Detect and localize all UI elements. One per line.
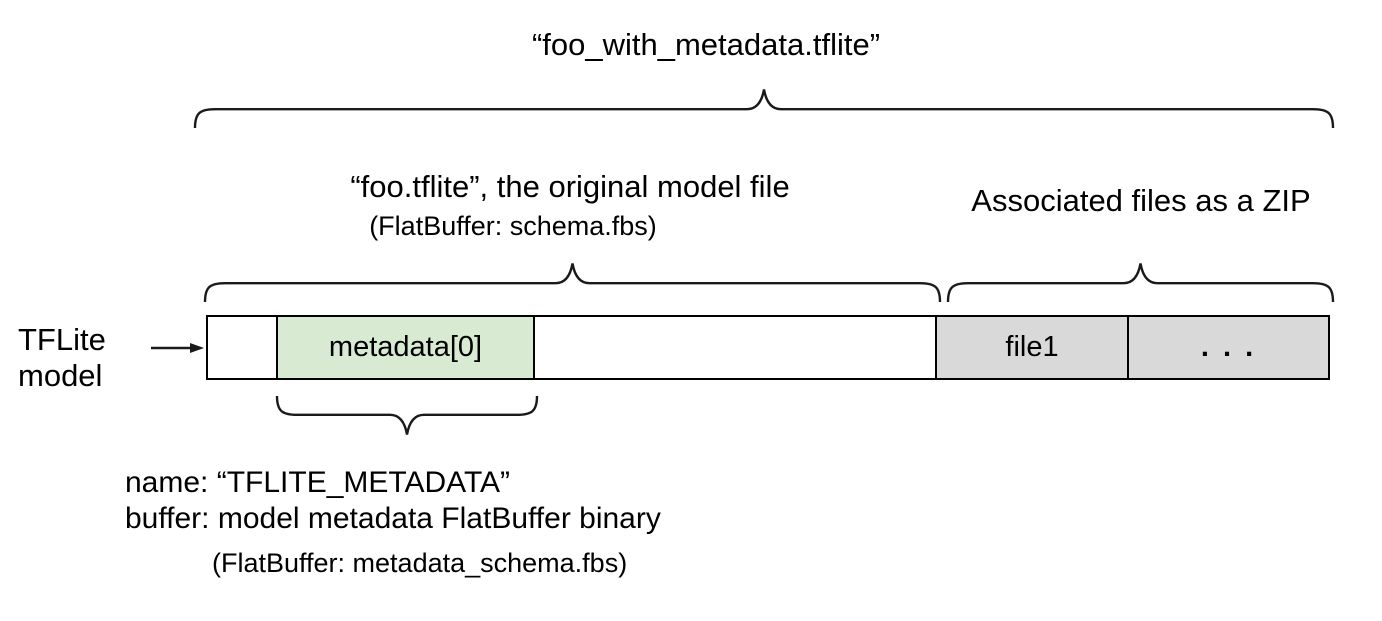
bar-segment-more-files: . . . xyxy=(1129,317,1328,378)
tflite-model-label-line1: TFLite xyxy=(18,322,106,357)
model-section-sublabel: (FlatBuffer: schema.fbs) xyxy=(369,211,657,241)
tflite-model-label-line2: model xyxy=(18,358,103,393)
bar-segment-header xyxy=(208,317,278,378)
bar-segment-metadata0: metadata[0] xyxy=(278,317,535,378)
bar-segment-file1: file1 xyxy=(937,317,1129,378)
brace-foo-with-metadata xyxy=(193,89,1335,129)
arrow-right-icon xyxy=(151,343,204,353)
brace-original-model xyxy=(203,263,942,303)
model-bar: metadata[0] file1 . . . xyxy=(206,315,1330,380)
file-title: “foo_with_metadata.tflite” xyxy=(531,27,881,62)
metadata-note-buffer: buffer: model metadata FlatBuffer binary xyxy=(125,502,661,535)
tflite-model-label: TFLite model xyxy=(18,322,106,394)
model-section-label: “foo.tflite”, the original model file xyxy=(350,169,790,204)
metadata-note-schema: (FlatBuffer: metadata_schema.fbs) xyxy=(212,548,628,578)
brace-zip-files xyxy=(946,263,1335,303)
metadata-note-name: name: “TFLITE_METADATA” xyxy=(125,466,511,499)
brace-metadata0 xyxy=(275,395,539,435)
bar-segment-model-body xyxy=(535,317,937,378)
zip-section-label: Associated files as a ZIP xyxy=(971,183,1311,218)
